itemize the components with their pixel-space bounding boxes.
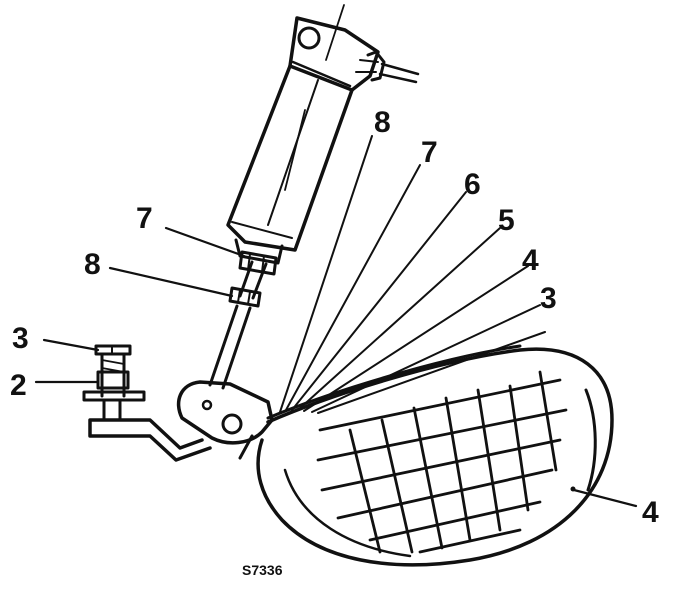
sender-collar bbox=[234, 238, 284, 265]
terminal-connector bbox=[366, 50, 386, 82]
callout-left-2: 2 bbox=[10, 369, 27, 402]
pivot-bolt bbox=[221, 413, 243, 435]
fan-line-4 bbox=[303, 265, 529, 412]
head-bolt-hole bbox=[297, 26, 321, 50]
callout-fan-5: 5 bbox=[498, 204, 515, 237]
fan-line-6 bbox=[291, 191, 467, 411]
callout-fan-4: 4 bbox=[522, 244, 539, 277]
callout-stem-8: 8 bbox=[84, 248, 101, 281]
nut-8 bbox=[228, 286, 262, 308]
float-mesh bbox=[316, 370, 568, 554]
callout-float-4: 4 bbox=[642, 496, 659, 529]
reference-code: S7336 bbox=[242, 562, 283, 578]
callouts: 3 2 7 8 8 7 6 5 4 3 4 bbox=[10, 106, 659, 529]
callout-fan-8: 8 bbox=[374, 106, 391, 139]
screw-head-3 bbox=[94, 344, 132, 356]
sender-unit bbox=[226, 4, 420, 265]
leader-8 bbox=[108, 266, 234, 298]
adjuster-assembly bbox=[82, 344, 212, 462]
float-outline bbox=[256, 347, 614, 567]
leader-7 bbox=[164, 226, 246, 258]
callout-fan-3: 3 bbox=[540, 282, 557, 315]
adjuster-bracket bbox=[88, 418, 212, 462]
fan-line-3 bbox=[311, 304, 541, 413]
sender-stem bbox=[208, 250, 278, 390]
sender-cylinder bbox=[226, 64, 354, 252]
leader-float-4 bbox=[572, 488, 638, 508]
fan-line-8 bbox=[279, 135, 373, 413]
callout-stem-7: 7 bbox=[136, 202, 153, 235]
float-arm-rod bbox=[208, 304, 252, 390]
callout-left-3: 3 bbox=[12, 322, 29, 355]
leader-3 bbox=[42, 338, 100, 352]
leader-lines bbox=[34, 226, 638, 508]
callout-fan-6: 6 bbox=[464, 168, 481, 201]
pivot-small-hole bbox=[201, 399, 213, 411]
fan-line-5 bbox=[297, 227, 501, 411]
float-arm-pivot bbox=[176, 380, 274, 460]
fan-line-7 bbox=[285, 164, 421, 411]
setting-lines-fan bbox=[279, 135, 546, 414]
adjuster-washer bbox=[82, 390, 146, 402]
callout-fan-7: 7 bbox=[421, 136, 438, 169]
float bbox=[256, 344, 614, 567]
